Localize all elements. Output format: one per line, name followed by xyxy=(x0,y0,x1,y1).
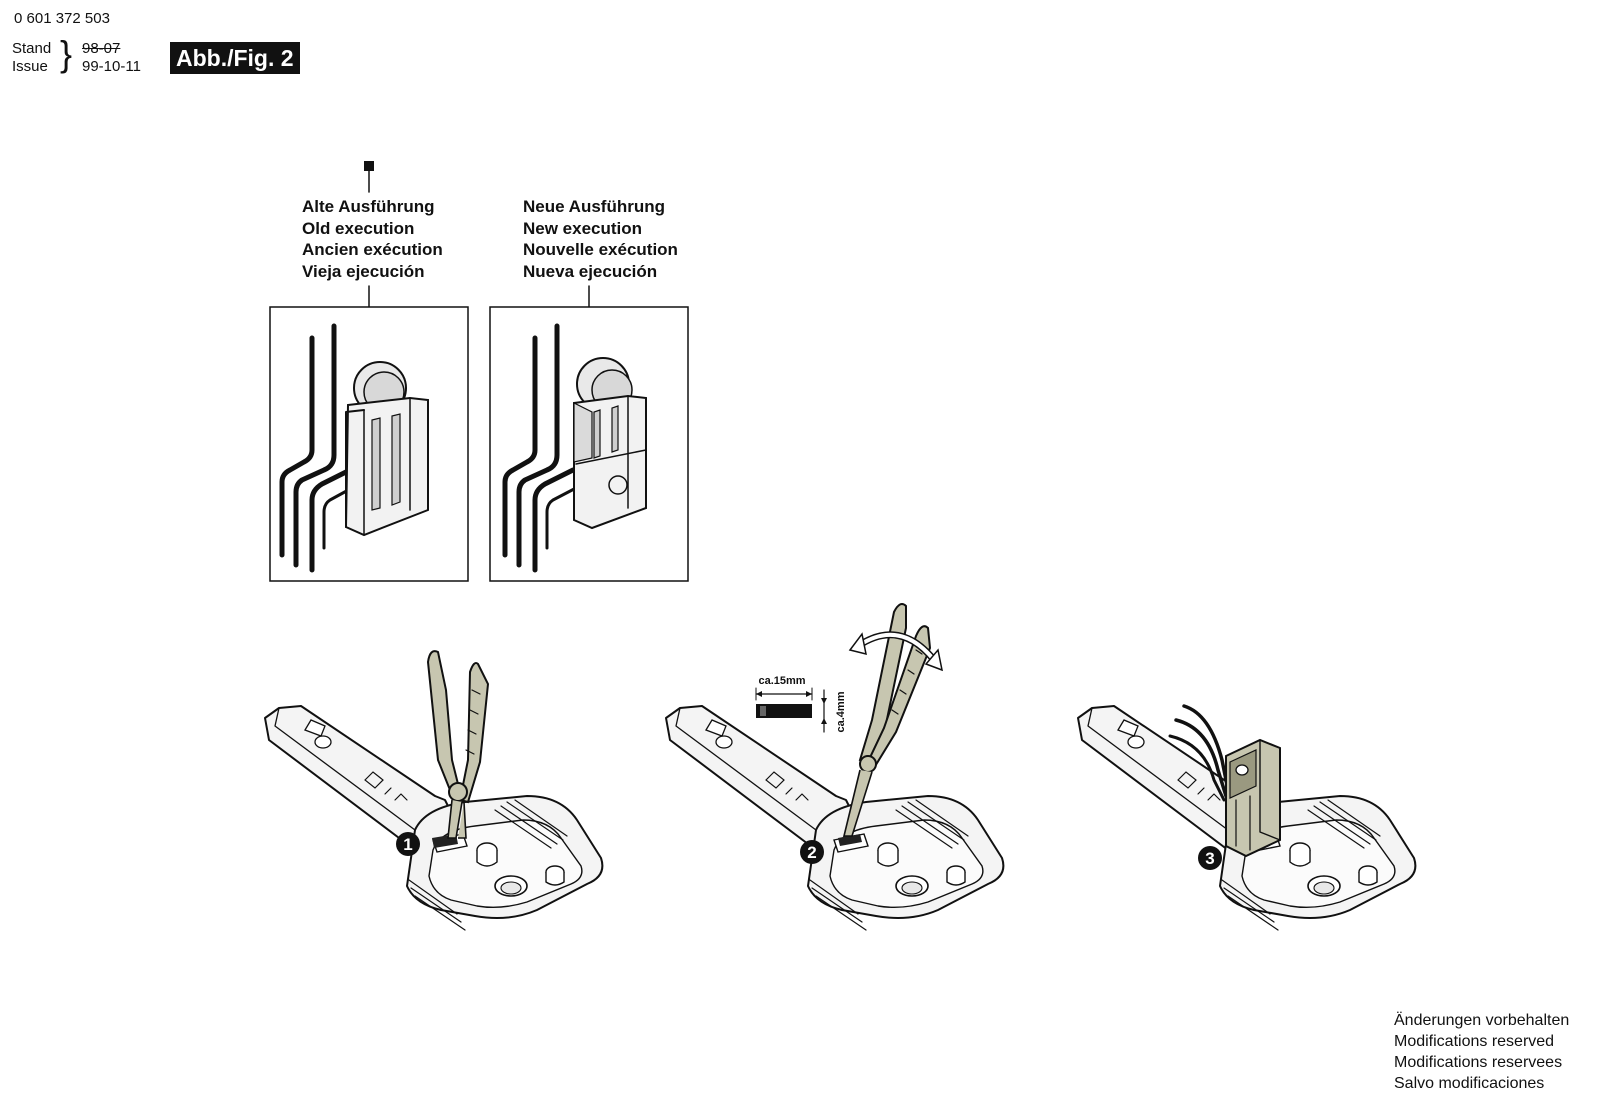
step-2-pliers xyxy=(842,603,932,837)
step-2-group: ca.15mm ca.4mm 2 xyxy=(665,603,1005,931)
step-1-badge xyxy=(396,832,420,856)
notice-en: Modifications reserved xyxy=(1394,1033,1555,1050)
step-2-badge xyxy=(800,840,824,864)
new-label-en: New execution xyxy=(523,218,643,238)
old-execution-label: Alte Ausführung Old execution Ancien exé… xyxy=(302,196,443,282)
old-label-fr: Ancien exécution xyxy=(302,240,443,259)
length-dimension: ca.15mm xyxy=(758,675,805,687)
step-3-badge xyxy=(1198,846,1222,870)
old-execution-panel xyxy=(269,306,469,582)
old-label-en: Old execution xyxy=(302,218,415,238)
new-label-de: Neue Ausführung xyxy=(523,197,665,216)
brace-glyph: } xyxy=(60,33,73,74)
step-3-brush-holder xyxy=(1225,738,1281,858)
new-execution-panel xyxy=(489,306,689,582)
new-label-es: Nueva ejecución xyxy=(523,261,658,281)
figure-label: Abb./Fig. 2 xyxy=(170,42,300,74)
issue-date: 99-10-11 xyxy=(82,58,141,75)
notice-de: Änderungen vorbehalten xyxy=(1394,1012,1570,1029)
new-execution-label: Neue Ausführung New execution Nouvelle e… xyxy=(523,196,678,282)
stand-issue-labels: Stand Issue xyxy=(12,40,51,76)
notice-es: Salvo modificaciones xyxy=(1394,1075,1545,1092)
height-dimension: ca.4mm xyxy=(835,691,847,732)
step-3-number: 3 xyxy=(1205,849,1214,868)
old-label-es: Vieja ejecución xyxy=(302,261,425,281)
old-date: 98-07 xyxy=(82,40,121,57)
stand-label: Stand xyxy=(12,40,52,57)
modifications-notice: Änderungen vorbehalten Modifications res… xyxy=(1394,1010,1569,1094)
brush-sample xyxy=(756,704,812,718)
step-2-number: 2 xyxy=(807,843,816,862)
notice-fr: Modifications reservees xyxy=(1394,1054,1563,1071)
new-label-fr: Nouvelle exécution xyxy=(523,240,678,259)
date-block: 98-07 99-10-11 xyxy=(82,40,141,76)
marker-square xyxy=(364,161,374,171)
step-1-pliers xyxy=(426,650,490,839)
step-1-group: 1 xyxy=(264,650,604,931)
old-label-de: Alte Ausführung xyxy=(302,197,435,216)
part-number: 0 601 372 503 xyxy=(14,10,110,27)
step-3-group: 3 xyxy=(1077,704,1417,931)
step-2-brush xyxy=(838,834,862,846)
issue-label: Issue xyxy=(12,58,48,75)
step-1-number: 1 xyxy=(403,835,412,854)
